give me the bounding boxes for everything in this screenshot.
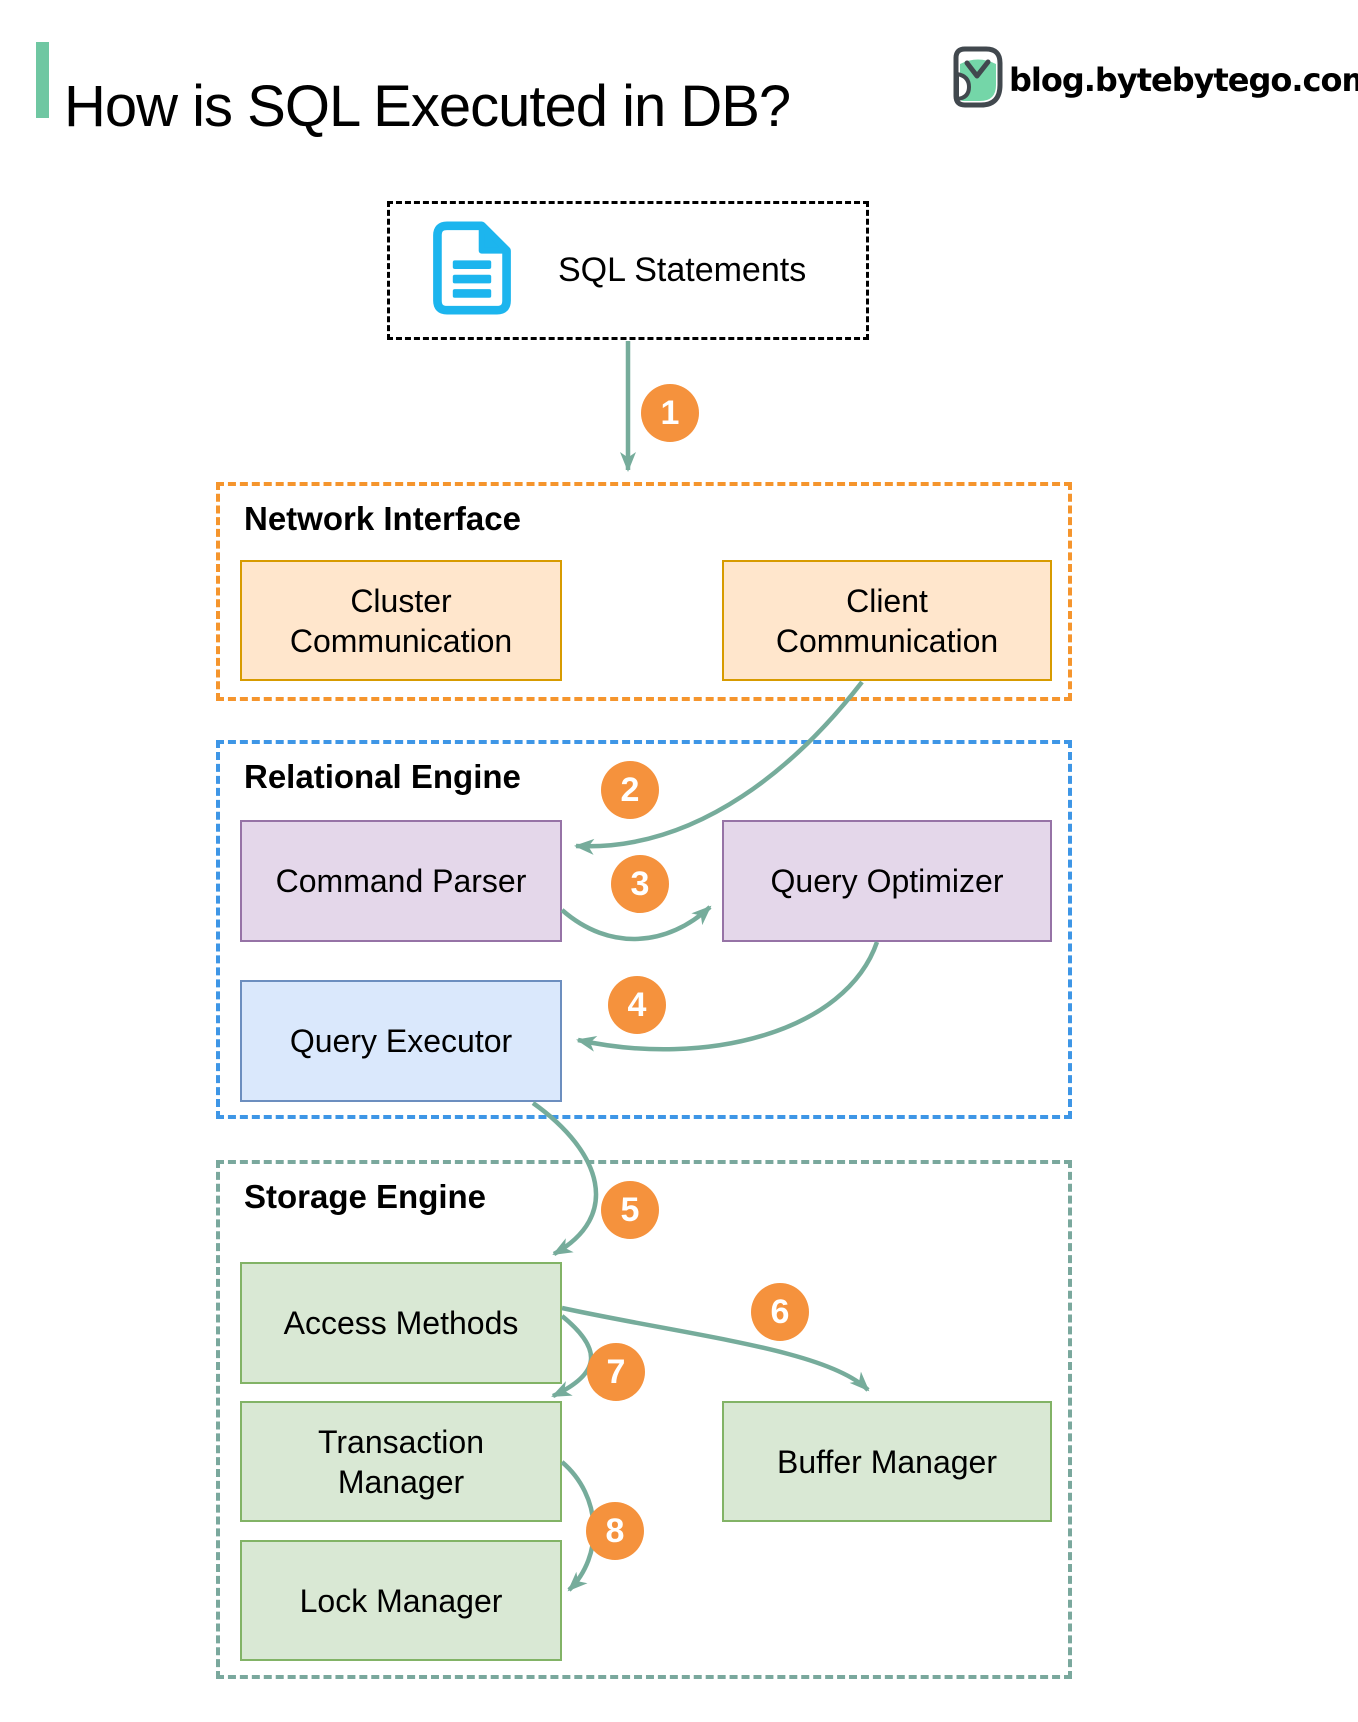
bytebytego-logo-icon [953, 46, 1003, 113]
client-communication-box: Client Communication [722, 560, 1052, 681]
storage-engine-section: Storage Engine [216, 1160, 1072, 1679]
step-badge-5: 5 [601, 1181, 659, 1239]
page-title: How is SQL Executed in DB? [64, 73, 791, 139]
step-badge-6: 6 [751, 1283, 809, 1341]
step-badge-2: 2 [601, 761, 659, 819]
storage-engine-title: Storage Engine [244, 1178, 487, 1215]
step-badge-1: 1 [641, 384, 699, 442]
step-badge-3: 3 [611, 855, 669, 913]
brand-url: blog.bytebytego.com [1009, 60, 1358, 99]
query-optimizer-box: Query Optimizer [722, 820, 1052, 942]
cluster-communication-box: Cluster Communication [240, 560, 562, 681]
brand: blog.bytebytego.com [953, 46, 1358, 113]
title-accent-bar [36, 42, 49, 118]
lock-manager-box: Lock Manager [240, 1540, 562, 1661]
buffer-manager-box: Buffer Manager [722, 1401, 1052, 1522]
sql-statements-box: SQL Statements [387, 201, 869, 340]
sql-document-icon [424, 220, 520, 321]
transaction-manager-box: Transaction Manager [240, 1401, 562, 1522]
access-methods-box: Access Methods [240, 1262, 562, 1384]
step-badge-7: 7 [587, 1343, 645, 1401]
query-executor-box: Query Executor [240, 980, 562, 1102]
step-badge-8: 8 [586, 1502, 644, 1560]
network-interface-title: Network Interface [244, 500, 521, 537]
step-badge-4: 4 [608, 976, 666, 1034]
command-parser-box: Command Parser [240, 820, 562, 942]
sql-statements-label: SQL Statements [558, 251, 807, 289]
relational-engine-title: Relational Engine [244, 758, 521, 795]
